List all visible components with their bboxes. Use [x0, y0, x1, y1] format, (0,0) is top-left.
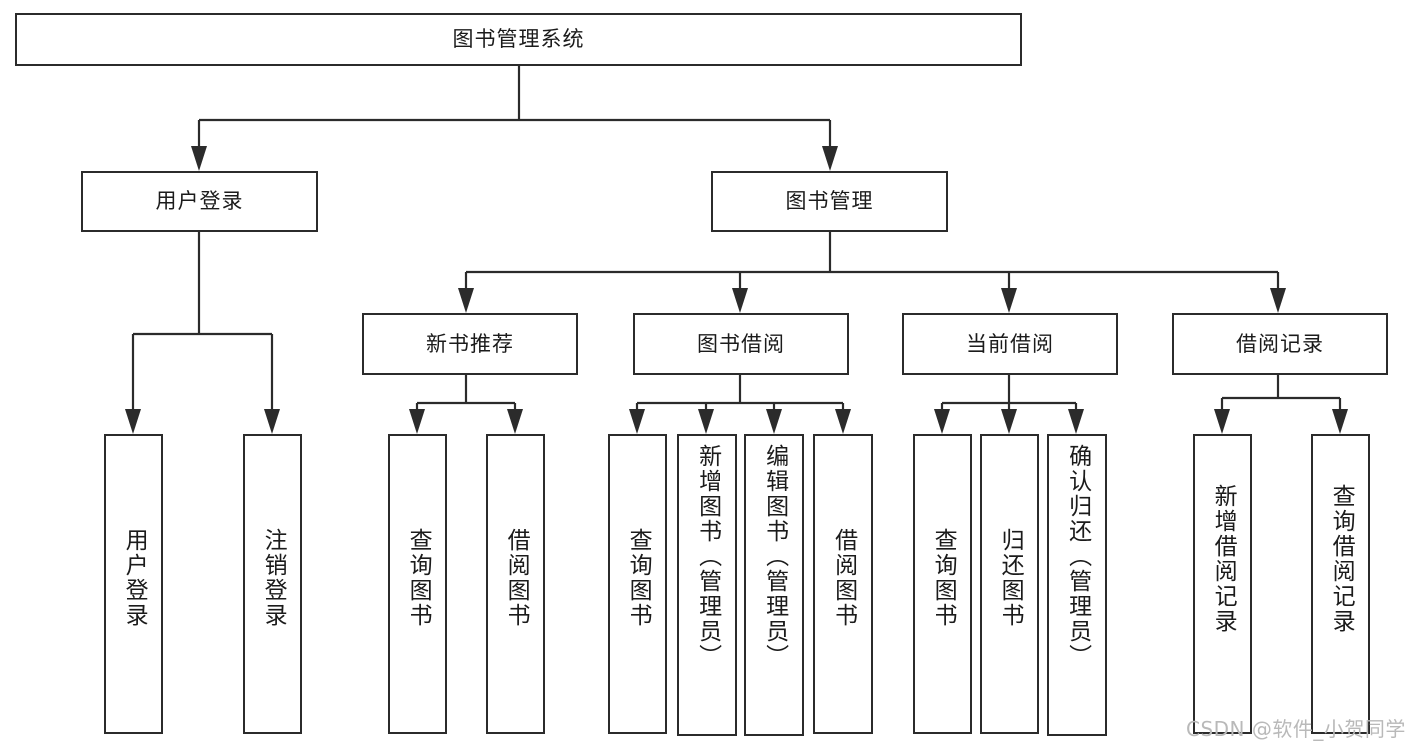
leaf-current-borrow-confirm-label: 确认归还（管理员）	[1064, 444, 1091, 669]
leaf-borrow-record-query[interactable]: 查询借阅记录	[1311, 434, 1370, 734]
leaf-current-borrow-query-label: 查询图书	[930, 528, 957, 628]
leaf-book-borrow-edit[interactable]: 编辑图书（管理员）	[744, 434, 804, 736]
leaf-borrow-record-add[interactable]: 新增借阅记录	[1193, 434, 1252, 734]
node-new-book-recommend-label: 新书推荐	[426, 331, 514, 356]
node-current-borrow[interactable]: 当前借阅	[902, 313, 1118, 375]
leaf-book-borrow-query-label: 查询图书	[625, 528, 652, 628]
node-user-login-label: 用户登录	[155, 189, 244, 213]
node-user-login[interactable]: 用户登录	[81, 171, 318, 232]
leaf-current-borrow-return-label: 归还图书	[997, 528, 1024, 628]
node-current-borrow-label: 当前借阅	[966, 331, 1054, 356]
leaf-user-login-logout[interactable]: 注销登录	[243, 434, 302, 734]
leaf-current-borrow-query[interactable]: 查询图书	[913, 434, 972, 734]
leaf-current-borrow-confirm[interactable]: 确认归还（管理员）	[1047, 434, 1107, 736]
leaf-book-borrow-borrow[interactable]: 借阅图书	[813, 434, 873, 734]
node-book-borrow[interactable]: 图书借阅	[633, 313, 849, 375]
node-root[interactable]: 图书管理系统	[15, 13, 1022, 66]
leaf-borrow-record-add-label: 新增借阅记录	[1210, 484, 1237, 634]
leaf-user-login-login-label: 用户登录	[121, 528, 148, 628]
leaf-new-book-borrow[interactable]: 借阅图书	[486, 434, 545, 734]
leaf-book-borrow-add[interactable]: 新增图书（管理员）	[677, 434, 737, 736]
leaf-new-book-borrow-label: 借阅图书	[503, 528, 530, 628]
node-book-borrow-label: 图书借阅	[697, 331, 785, 356]
leaf-book-borrow-add-label: 新增图书（管理员）	[694, 444, 721, 669]
csdn-watermark: CSDN @软件_小贺同学	[1186, 717, 1405, 741]
leaf-user-login-login[interactable]: 用户登录	[104, 434, 163, 734]
leaf-new-book-query-label: 查询图书	[405, 528, 432, 628]
node-new-book-recommend[interactable]: 新书推荐	[362, 313, 578, 375]
node-root-label: 图书管理系统	[452, 27, 585, 51]
leaf-user-login-logout-label: 注销登录	[260, 528, 287, 628]
node-book-management-label: 图书管理	[785, 189, 874, 213]
leaf-current-borrow-return[interactable]: 归还图书	[980, 434, 1039, 734]
node-borrow-record[interactable]: 借阅记录	[1172, 313, 1388, 375]
node-borrow-record-label: 借阅记录	[1236, 331, 1324, 356]
node-book-management[interactable]: 图书管理	[711, 171, 948, 232]
leaf-new-book-query[interactable]: 查询图书	[388, 434, 447, 734]
leaf-book-borrow-borrow-label: 借阅图书	[830, 528, 857, 628]
leaf-book-borrow-query[interactable]: 查询图书	[608, 434, 667, 734]
leaf-book-borrow-edit-label: 编辑图书（管理员）	[761, 444, 788, 669]
leaf-borrow-record-query-label: 查询借阅记录	[1328, 484, 1355, 634]
